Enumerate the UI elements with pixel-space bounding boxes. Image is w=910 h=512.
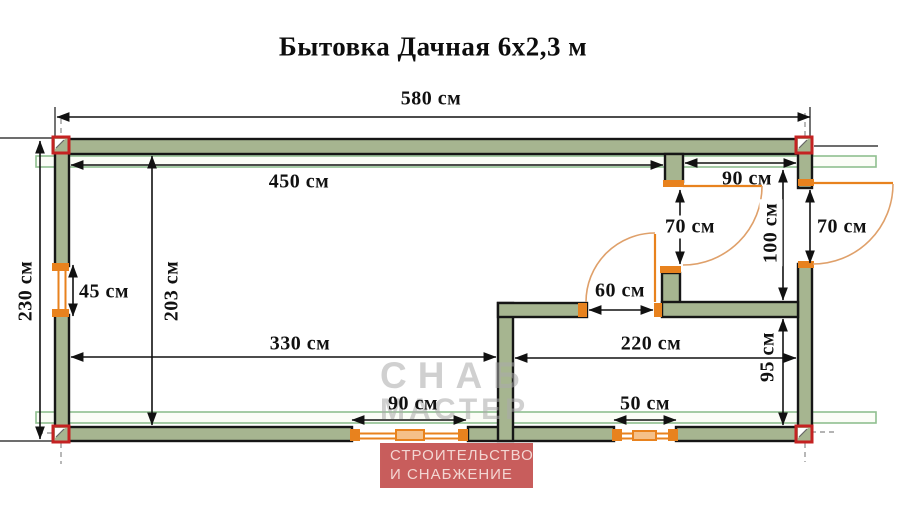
partition-horizontal-right: [660, 300, 800, 319]
dim-label-pass-door: 60 см: [595, 279, 645, 302]
corner-post-bottom-right: [794, 424, 814, 444]
partition-top-stub: [663, 152, 685, 184]
dim-label-small-room-width: 220 см: [620, 332, 682, 355]
wall-bottom-mid: [466, 425, 616, 443]
pass-door-arc: [585, 232, 656, 303]
dim-label-inner-depth: 203 см: [160, 260, 183, 322]
page-title: Бытовка Дачная 6х2,3 м: [278, 31, 588, 62]
dim-label-small-window: 50 см: [620, 392, 670, 415]
door-jamb-marks: [578, 179, 814, 317]
corner-posts: [51, 135, 814, 444]
dim-label-main-room-width: 330 см: [269, 332, 331, 355]
dim-label-interior-door: 70 см: [662, 215, 718, 239]
wall-bottom-right: [674, 425, 814, 443]
corner-post-top-right: [794, 135, 814, 155]
wall-right-lower: [796, 262, 814, 443]
dim-label-left-window: 45 см: [79, 280, 129, 303]
window-left-45: [52, 263, 69, 317]
dim-label-vestibule-depth: 100 см: [759, 199, 783, 267]
window-bottom-90: [350, 429, 468, 441]
watermark-red-banner: СТРОИТЕЛЬСТВО И СНАБЖЕНИЕ: [380, 443, 533, 488]
dim-label-vestibule-width: 90 см: [722, 167, 772, 190]
entrance-door-arc: [812, 183, 894, 265]
dim-label-total-depth: 230 см: [14, 260, 37, 322]
dimension-lines: [35, 112, 815, 440]
dim-label-total-width: 580 см: [400, 87, 462, 110]
watermark-brand-line1: СНАБ: [380, 355, 531, 396]
dim-label-top-inner: 450 см: [268, 170, 330, 193]
wall-top: [53, 137, 814, 156]
watermark-tagline-line2: И СНАБЖЕНИЕ: [390, 466, 513, 483]
watermark-tagline-line1: СТРОИТЕЛЬСТВО: [390, 447, 534, 464]
wall-left-lower: [53, 313, 71, 443]
partition-l-horizontal: [496, 301, 589, 319]
door-swings: [585, 181, 894, 303]
extension-lines: [0, 107, 878, 442]
partition-vestibule-stub: [660, 271, 682, 306]
dim-label-entrance-door: 70 см: [817, 215, 867, 238]
wall-bottom-left: [53, 425, 354, 443]
dim-label-bottom-window: 90 см: [388, 392, 438, 415]
dim-label-small-room-depth: 95 см: [756, 332, 779, 382]
window-bottom-50: [612, 429, 678, 441]
corner-post-top-left: [51, 135, 71, 155]
wall-left-upper: [53, 137, 71, 268]
corner-post-bottom-left: [51, 424, 71, 444]
